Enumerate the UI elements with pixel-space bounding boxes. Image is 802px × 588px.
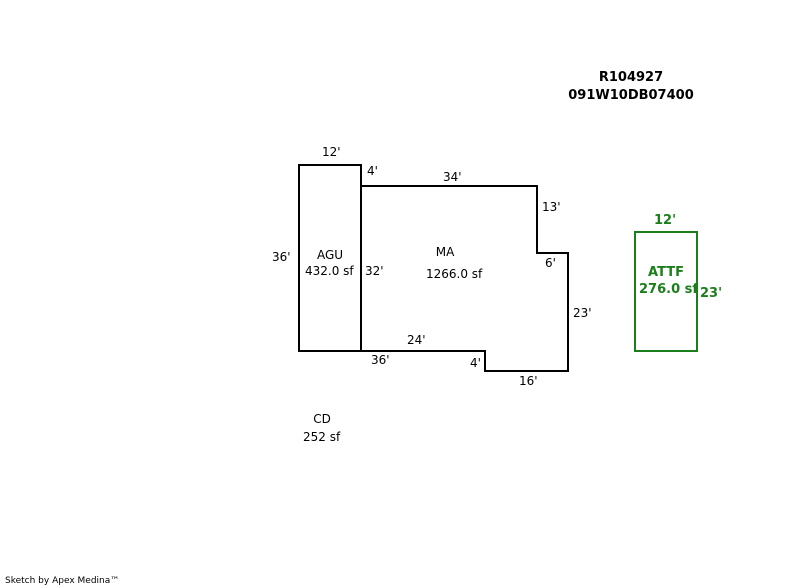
agu-bottom-dimension: 36' xyxy=(371,353,390,367)
ma-bottom-right-dimension: 16' xyxy=(519,374,538,388)
agu-label: AGU xyxy=(316,248,344,262)
cd-area: 252 sf xyxy=(303,430,341,444)
ma-outline xyxy=(360,165,569,372)
attf-label: ATTF xyxy=(648,265,684,280)
agu-outline xyxy=(298,164,362,352)
agu-top-dimension: 12' xyxy=(322,145,341,159)
ma-right-upper-dimension: 13' xyxy=(542,200,561,214)
ma-label: MA xyxy=(435,245,455,259)
attf-right-dimension: 23' xyxy=(700,286,723,301)
sketch-credit: Sketch by Apex Medina™ xyxy=(5,576,120,586)
ma-area: 1266.0 sf xyxy=(426,267,483,281)
attf-area: 276.0 sf xyxy=(639,282,699,297)
ma-step-in-dimension: 6' xyxy=(545,256,556,270)
parcel-id: R104927 xyxy=(598,70,664,85)
ma-bottom-left-dimension: 24' xyxy=(407,333,426,347)
agu-area: 432.0 sf xyxy=(305,264,354,278)
agu-left-dimension: 36' xyxy=(272,250,291,264)
ma-bottom-step-dimension: 4' xyxy=(470,356,481,370)
cd-label: CD xyxy=(313,412,331,426)
ma-right-lower-dimension: 23' xyxy=(573,306,592,320)
ma-top-notch-dimension: 4' xyxy=(367,164,378,178)
ma-left-dimension: 32' xyxy=(365,264,384,278)
map-number: 091W10DB07400 xyxy=(568,88,694,103)
ma-top-dimension: 34' xyxy=(443,170,462,184)
attf-top-dimension: 12' xyxy=(654,213,677,228)
attf-outline xyxy=(634,231,698,352)
